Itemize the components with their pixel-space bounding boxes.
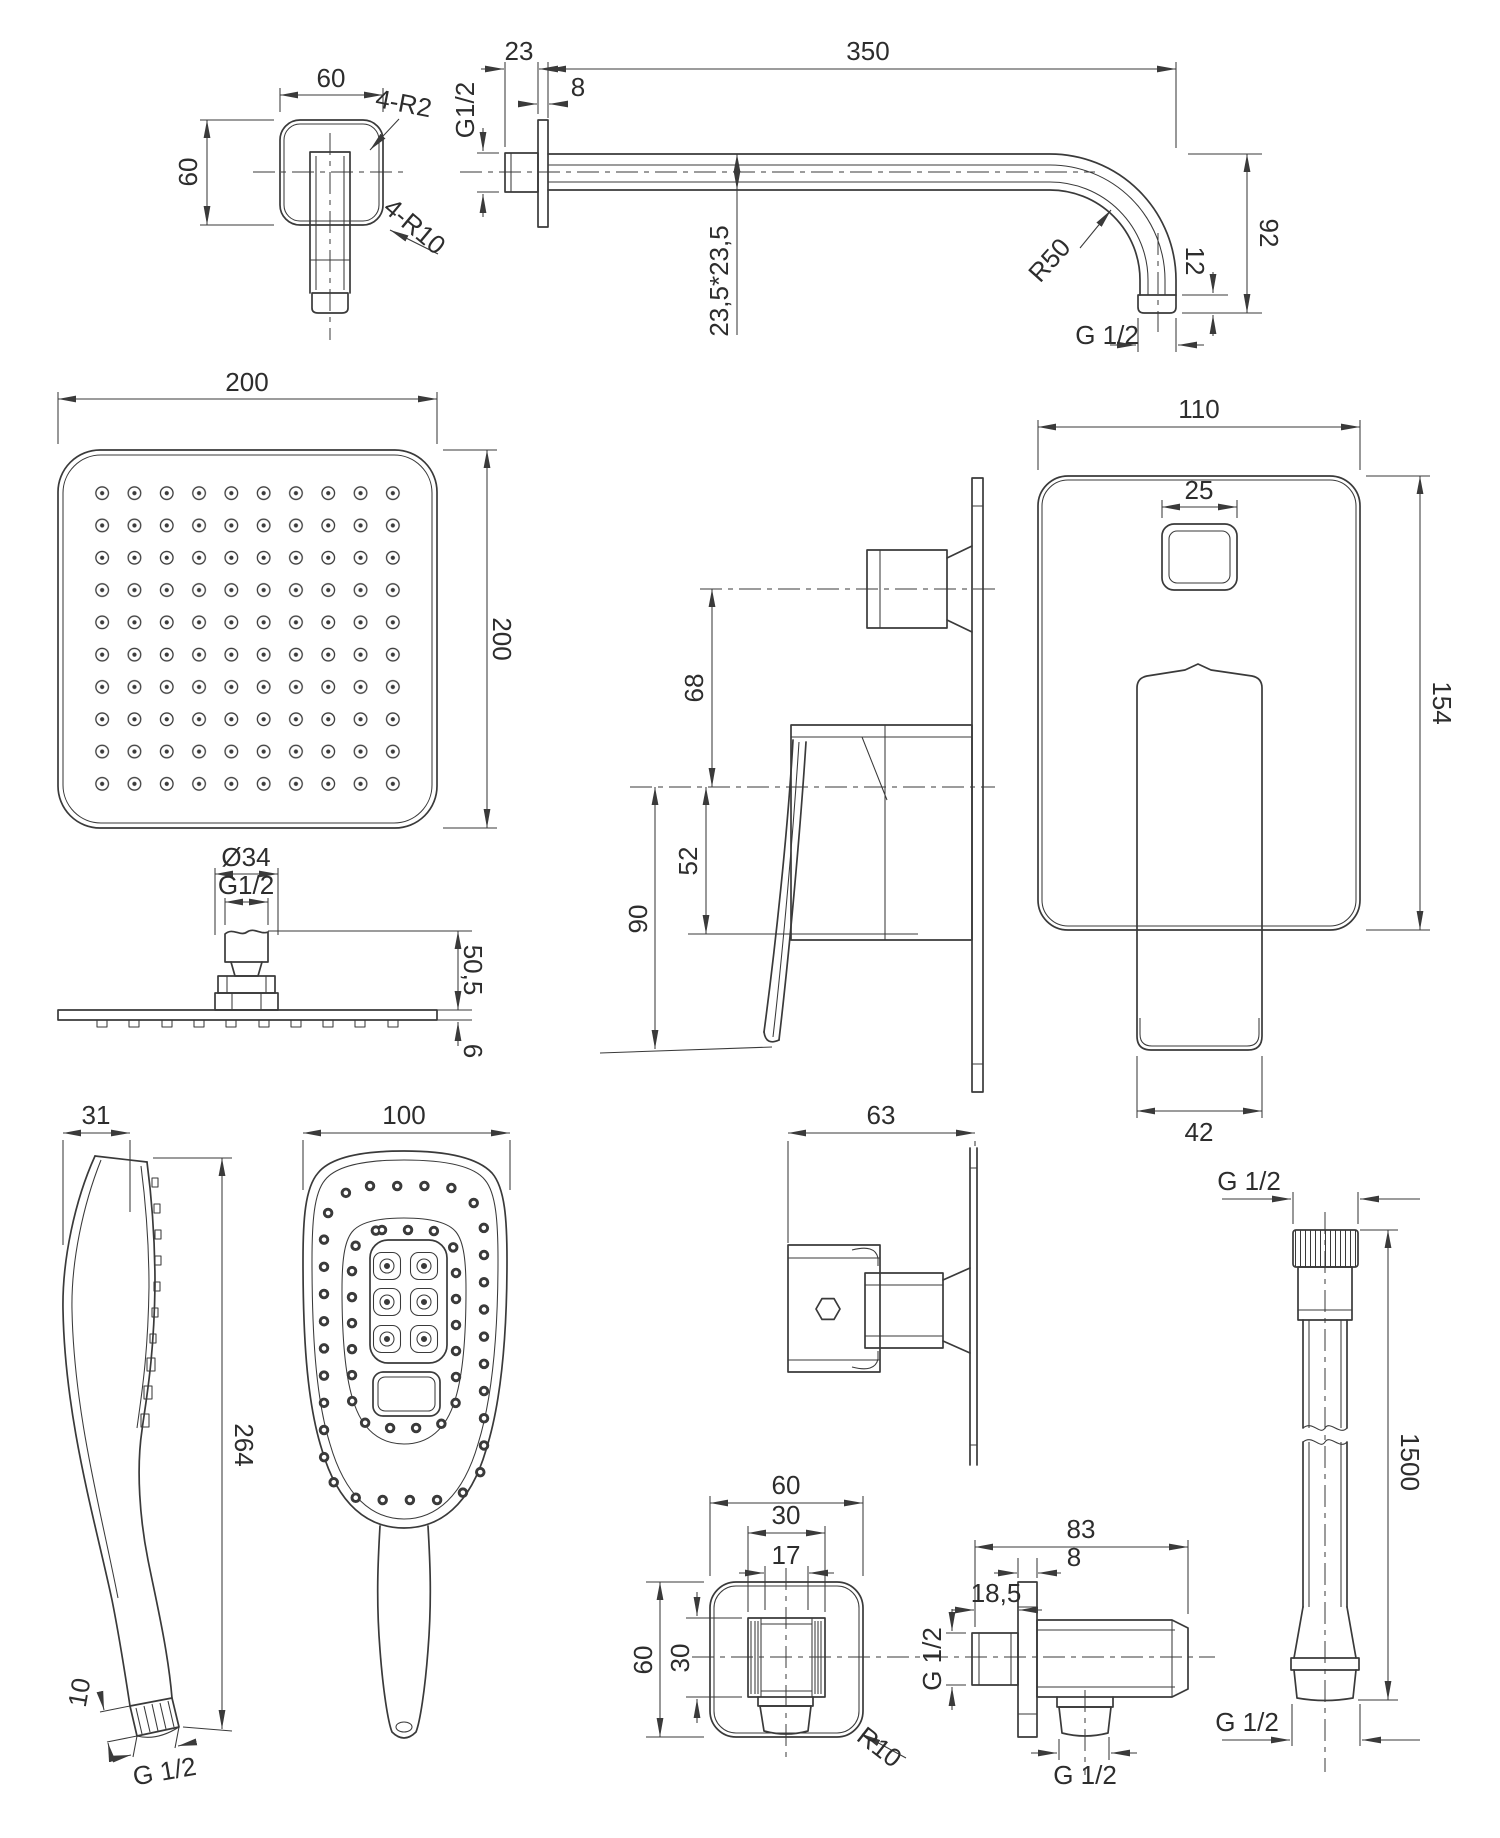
- label-elbow-inlet-thread: G 1/2: [917, 1627, 947, 1691]
- dim-label-flange-width: 60: [317, 63, 346, 93]
- dim-label-hand-length: 264: [229, 1423, 259, 1466]
- dim-label-outlet-fitting-height: 30: [665, 1644, 695, 1673]
- label-elbow-outlet-thread: G 1/2: [1053, 1760, 1117, 1790]
- label-arm-inlet-thread: G1/2: [450, 82, 480, 138]
- dim-label-valve-depth: 63: [867, 1100, 896, 1130]
- dim-label-head-height: 200: [487, 617, 517, 660]
- dim-label-handle-depth: 90: [623, 905, 653, 934]
- dim-label-outlet-height: 60: [628, 1646, 658, 1675]
- view-hand-shower-side: 31 10 G 1/2 264: [62, 1100, 259, 1791]
- dim-label-mixer-width: 110: [1178, 394, 1219, 424]
- dim-label-outlet-fitting-width: 30: [772, 1500, 801, 1530]
- center-jets: [372, 1251, 439, 1354]
- label-arm-outlet-thread: G 1/2: [1075, 320, 1139, 350]
- dim-label-button-offset: 68: [679, 674, 709, 703]
- view-overhead-shower-face: 200 200: [57, 367, 517, 829]
- dim-label-arm-thread-length: 12: [1180, 247, 1210, 276]
- dim-label-hand-depth: 31: [82, 1100, 111, 1130]
- view-overhead-shower-side: Ø34 G1/2 50,5 6: [57, 842, 488, 1058]
- view-mixer-front: 110 25 154 42: [1037, 394, 1457, 1147]
- mode-button: [372, 1371, 441, 1417]
- view-valve-side: 63: [787, 1100, 978, 1466]
- dim-label-elbow-plate-thickness: 8: [1067, 1542, 1081, 1572]
- dim-label-arm-drop: 92: [1254, 219, 1284, 248]
- dim-label-elbow-wall-offset: 18,5: [971, 1578, 1022, 1608]
- dim-label-hand-width: 100: [382, 1100, 425, 1130]
- dim-label-mixer-button: 25: [1185, 475, 1214, 505]
- dim-label-hand-thread-length: 10: [62, 1676, 97, 1710]
- dim-label-arm-length: 350: [846, 36, 889, 66]
- dim-label-hose-length: 1500: [1395, 1433, 1425, 1491]
- dim-label-flange-height: 60: [173, 158, 203, 187]
- dim-label-connector-diameter: Ø34: [221, 842, 270, 872]
- view-shower-hose: G 1/2 1500 G 1/2: [1215, 1166, 1425, 1772]
- label-head-thread: G1/2: [218, 870, 274, 900]
- dim-label-arm-cross-section: 23,5*23,5: [704, 225, 734, 336]
- label-hose-bottom-thread: G 1/2: [1215, 1707, 1279, 1737]
- dim-label-handle-offset: 52: [673, 847, 703, 876]
- dim-label-plate-thickness: 6: [458, 1044, 488, 1058]
- dim-label-outlet-width: 60: [772, 1470, 801, 1500]
- dim-label-connector-height: 50,5: [458, 945, 488, 996]
- view-hand-shower-face: 100: [302, 1100, 511, 1739]
- label-hose-top-thread: G 1/2: [1217, 1166, 1281, 1196]
- view-mixer-side: 68 52 90: [599, 477, 995, 1093]
- dim-label-mixer-height: 154: [1427, 681, 1457, 724]
- nozzle-grid: [86, 477, 409, 800]
- view-elbow-side: 83 8 18,5 G 1/2 G 1/2: [917, 1514, 1189, 1790]
- dim-label-outlet-bore: 17: [772, 1540, 801, 1570]
- dim-label-arm-flange-offset: 23: [505, 36, 534, 66]
- nozzle-ring-inner: [346, 1224, 462, 1434]
- dim-label-head-width: 200: [225, 367, 268, 397]
- dim-label-mixer-handle-width: 42: [1185, 1117, 1214, 1147]
- dim-label-arm-flange-thickness: 8: [571, 72, 585, 102]
- dim-label-elbow-length: 83: [1067, 1514, 1096, 1544]
- view-wall-outlet-front: 60 30 17 60 30 R10: [628, 1470, 1215, 1773]
